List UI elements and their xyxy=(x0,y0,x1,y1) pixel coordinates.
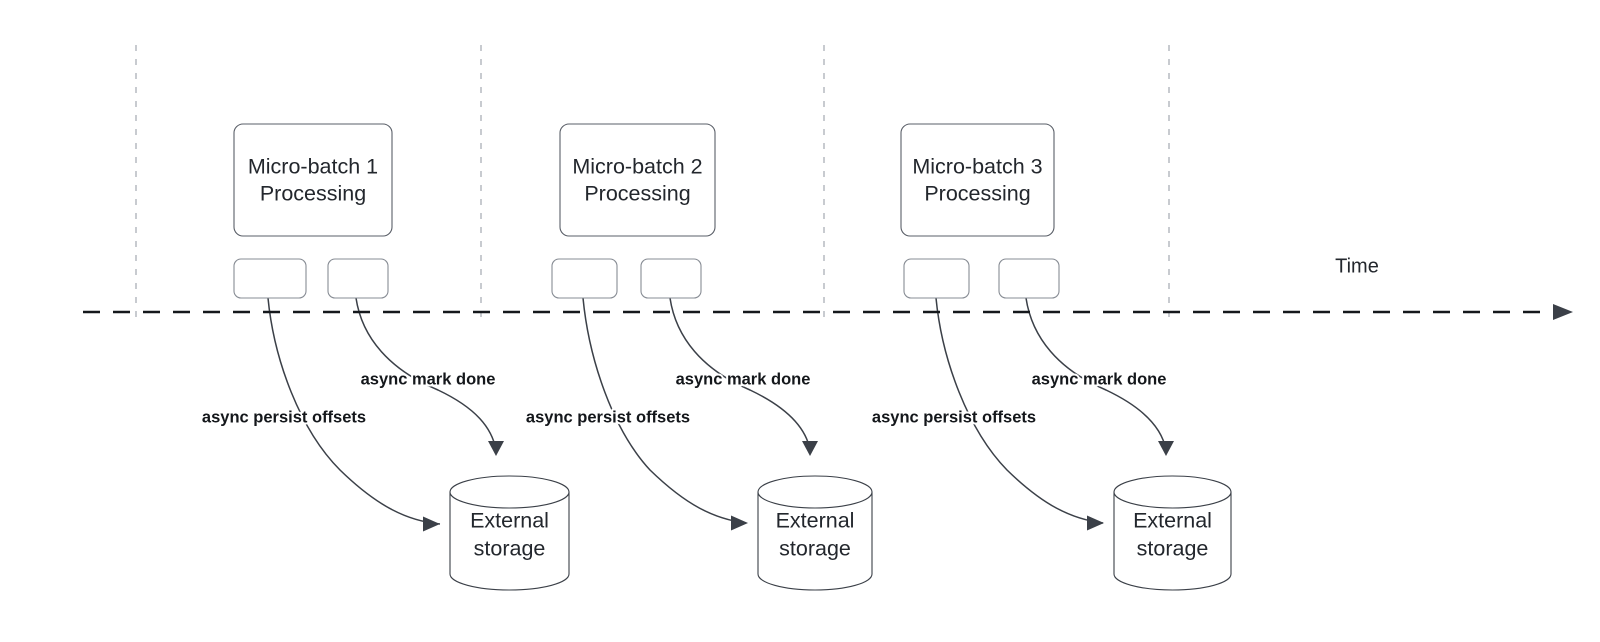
edge-curve-async-mark-done xyxy=(1025,297,1167,451)
cylinder-top[interactable] xyxy=(757,475,873,509)
batch-box-label-line2: Processing xyxy=(924,182,1030,206)
edge-async-persist-offsets-micro-batch-2 xyxy=(582,297,748,531)
task-box-persist-offsets-task-micro-batch-2[interactable] xyxy=(551,258,618,299)
batch-box-rect[interactable] xyxy=(559,123,716,237)
time-axis-label: Time xyxy=(1335,255,1379,277)
batch-box-rect[interactable] xyxy=(900,123,1055,237)
batch-box-rect[interactable] xyxy=(233,123,393,237)
task-box-persist-offsets-task-micro-batch-1[interactable] xyxy=(233,258,307,299)
edge-label-async-persist-offsets: async persist offsets xyxy=(872,408,1036,426)
task-box-mark-done-task-micro-batch-1[interactable] xyxy=(327,258,389,299)
storage-label-line1: External xyxy=(776,509,855,533)
storage-label-line1: External xyxy=(470,509,549,533)
edge-async-mark-done-micro-batch-1 xyxy=(355,297,504,456)
edge-async-persist-offsets-micro-batch-1 xyxy=(267,297,441,532)
batch-box-label-line1: Micro-batch 3 xyxy=(912,155,1042,179)
time-axis: Time xyxy=(83,255,1573,320)
edge-curve-async-persist-offsets xyxy=(267,297,441,525)
storage-label-line1: External xyxy=(1133,509,1212,533)
edge-label-async-persist-offsets: async persist offsets xyxy=(202,408,366,426)
cylinder-top[interactable] xyxy=(449,475,570,509)
arrowhead-async-persist-offsets xyxy=(731,515,748,531)
cylinder-top[interactable] xyxy=(1113,475,1232,509)
storage-label-line2: storage xyxy=(779,537,851,561)
edge-label-async-mark-done: async mark done xyxy=(361,370,496,388)
arrowhead-async-mark-done xyxy=(802,441,818,456)
external-storage-micro-batch-3[interactable]: External storage xyxy=(1113,475,1232,591)
task-box-persist-offsets-task-micro-batch-3[interactable] xyxy=(903,258,970,299)
batch-box-label-line1: Micro-batch 1 xyxy=(248,155,378,179)
edge-curve-async-mark-done xyxy=(669,297,811,451)
flow-curve-layer xyxy=(267,297,1174,532)
edge-async-mark-done-micro-batch-3 xyxy=(1025,297,1174,456)
edge-label-async-persist-offsets: async persist offsets xyxy=(526,408,690,426)
edge-async-persist-offsets-micro-batch-3 xyxy=(935,297,1104,531)
edge-curve-async-persist-offsets xyxy=(935,297,1104,524)
cylinder-body[interactable] xyxy=(757,491,873,591)
edge-label-async-mark-done: async mark done xyxy=(1032,370,1167,388)
edge-label-layer: async persist offsets async mark done asyn… xyxy=(200,368,1168,428)
time-axis-arrowhead xyxy=(1553,304,1573,320)
external-storage-micro-batch-1[interactable]: External storage xyxy=(449,475,570,591)
external-storage-micro-batch-2[interactable]: External storage xyxy=(757,475,873,591)
batch-box-micro-batch-3[interactable]: Micro-batch 3 Processing xyxy=(900,123,1055,237)
arrowhead-async-mark-done xyxy=(1158,441,1174,456)
storage-label-line2: storage xyxy=(474,537,546,561)
arrowhead-async-mark-done xyxy=(488,441,504,456)
batch-box-label-line1: Micro-batch 2 xyxy=(572,155,702,179)
batch-box-label-line2: Processing xyxy=(584,182,690,206)
task-box-mark-done-task-micro-batch-2[interactable] xyxy=(640,258,702,299)
arrowhead-async-persist-offsets xyxy=(423,516,440,532)
arrowhead-async-persist-offsets xyxy=(1087,515,1104,531)
edge-curve-async-persist-offsets xyxy=(582,297,747,524)
batch-box-micro-batch-1[interactable]: Micro-batch 1 Processing xyxy=(233,123,393,237)
cylinder-body[interactable] xyxy=(1113,491,1232,591)
storage-label-line2: storage xyxy=(1137,537,1209,561)
cylinder-body[interactable] xyxy=(449,491,570,591)
edge-curve-async-mark-done xyxy=(355,297,497,451)
batch-box-label-line2: Processing xyxy=(260,182,366,206)
task-box-mark-done-task-micro-batch-3[interactable] xyxy=(998,258,1060,299)
edge-async-mark-done-micro-batch-2 xyxy=(669,297,818,456)
batch-box-micro-batch-2[interactable]: Micro-batch 2 Processing xyxy=(559,123,716,237)
edge-label-async-mark-done: async mark done xyxy=(676,370,811,388)
timeline-tick-group xyxy=(135,45,1170,320)
